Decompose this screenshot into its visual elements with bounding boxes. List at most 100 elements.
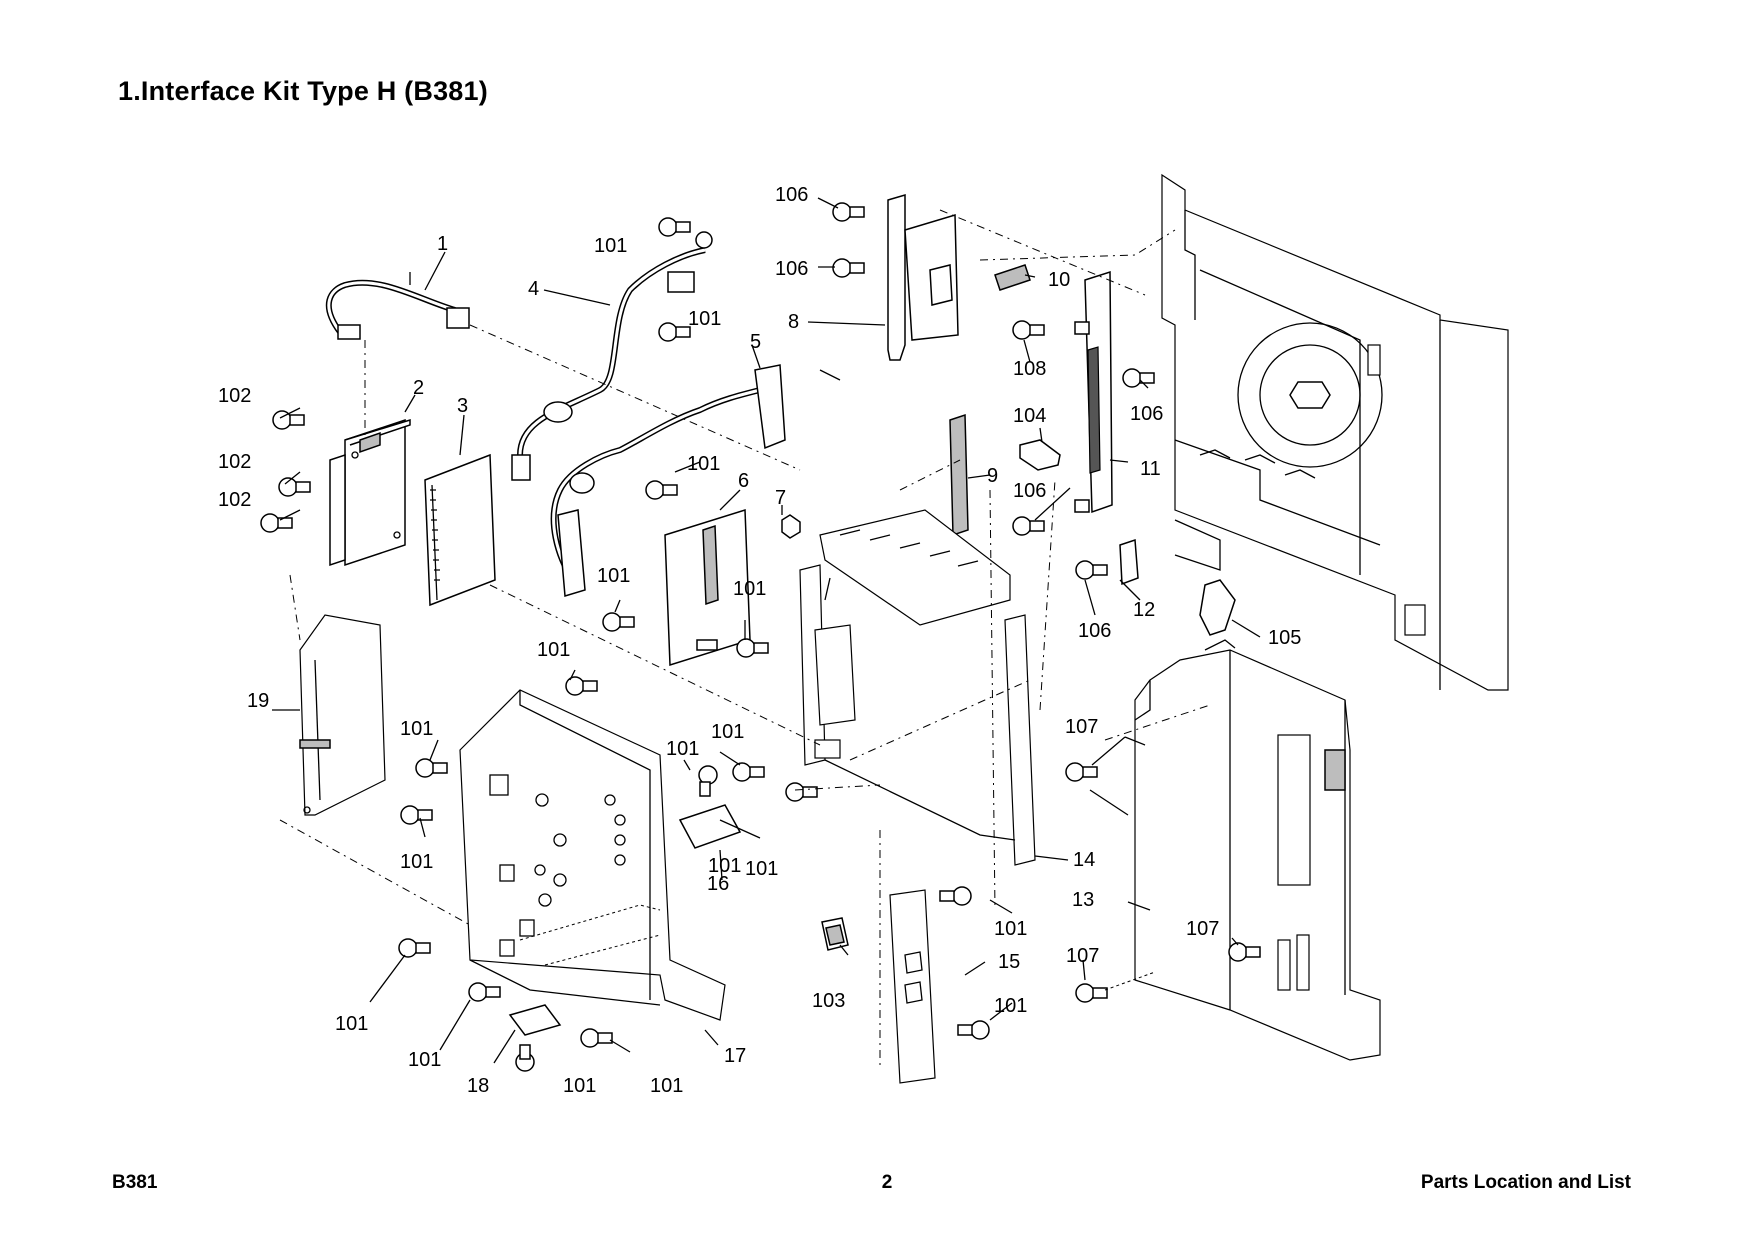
footer-page-number: 2 — [881, 1172, 893, 1193]
part-19-panel — [299, 614, 386, 816]
footer-model: B381 — [112, 1172, 158, 1193]
callout-101: 101 — [408, 1049, 441, 1071]
screw-101 — [645, 480, 678, 500]
part-18-bracket — [508, 1004, 562, 1036]
callout-107: 107 — [1186, 918, 1219, 940]
part-4-harness — [511, 231, 713, 481]
callout-101: 101 — [650, 1075, 683, 1097]
leader-lines — [272, 197, 1261, 1064]
callout-6: 6 — [738, 470, 749, 492]
callout-16: 16 — [707, 873, 729, 895]
assembly-lines — [279, 209, 1211, 1070]
screw-101 — [580, 1028, 613, 1048]
callout-10: 10 — [1048, 269, 1070, 291]
callout-101: 101 — [711, 721, 744, 743]
screw-106 — [1122, 368, 1155, 388]
callout-107: 107 — [1066, 945, 1099, 967]
callout-101: 101 — [594, 235, 627, 257]
callout-12: 12 — [1133, 599, 1155, 621]
callout-106: 106 — [1078, 620, 1111, 642]
screw-102 — [260, 513, 293, 533]
screw-101 — [736, 638, 769, 658]
part-9-strip — [949, 413, 969, 537]
callout-102: 102 — [218, 489, 251, 511]
callout-102: 102 — [218, 385, 251, 407]
part-14-frame — [799, 509, 1036, 866]
callout-101: 101 — [666, 738, 699, 760]
screw-101 — [398, 938, 431, 958]
callout-1: 1 — [437, 233, 448, 255]
callout-101: 101 — [708, 855, 741, 877]
part-2-board — [329, 418, 411, 567]
part-104-clip — [1019, 439, 1061, 471]
page-title: 1.Interface Kit Type H (B381) — [118, 76, 488, 106]
screw-101 — [658, 217, 691, 237]
callout-15: 15 — [998, 951, 1020, 973]
part-103-grommet — [821, 917, 849, 951]
callout-labels: 1 2 3 4 5 6 7 8 9 10 11 12 13 14 15 16 1… — [218, 184, 1301, 1097]
callout-2: 2 — [413, 377, 424, 399]
screw-106 — [1075, 560, 1108, 580]
screw-101 — [785, 782, 818, 802]
callout-18: 18 — [467, 1075, 489, 1097]
callout-106: 106 — [775, 258, 808, 280]
callout-108: 108 — [1013, 358, 1046, 380]
callout-13: 13 — [1072, 889, 1094, 911]
callout-7: 7 — [775, 487, 786, 509]
part-8-bracket — [887, 193, 959, 361]
part-12-clip — [1119, 538, 1139, 586]
part-15-plate — [889, 889, 936, 1084]
callout-106: 106 — [1013, 480, 1046, 502]
screw-101 — [468, 982, 501, 1002]
callout-106: 106 — [1130, 403, 1163, 425]
callout-4: 4 — [528, 278, 539, 300]
callout-107: 107 — [1065, 716, 1098, 738]
callout-101: 101 — [994, 995, 1027, 1017]
screw-101 — [957, 1020, 990, 1040]
callout-101: 101 — [400, 851, 433, 873]
screw-101 — [732, 762, 765, 782]
callout-11: 11 — [1140, 458, 1161, 480]
screw-106 — [832, 258, 865, 278]
callout-3: 3 — [457, 395, 468, 417]
screw-101 — [565, 676, 598, 696]
callout-101: 101 — [688, 308, 721, 330]
callout-102: 102 — [218, 451, 251, 473]
screw-101 — [515, 1044, 535, 1072]
callout-101: 101 — [733, 578, 766, 600]
machine-body — [1161, 173, 1509, 691]
callout-101: 101 — [745, 858, 778, 880]
callout-106: 106 — [775, 184, 808, 206]
callout-101: 101 — [994, 918, 1027, 940]
callout-5: 5 — [750, 331, 761, 353]
screws — [260, 202, 1261, 1072]
part-1-harness — [325, 279, 470, 340]
callout-9: 9 — [987, 465, 998, 487]
callout-101: 101 — [335, 1013, 368, 1035]
screw-101 — [415, 758, 448, 778]
part-5-harness — [550, 364, 786, 597]
screw-106 — [832, 202, 865, 222]
callout-17: 17 — [724, 1045, 746, 1067]
callout-101: 101 — [537, 639, 570, 661]
part-17-plate — [459, 689, 726, 1021]
screw-102 — [278, 477, 311, 497]
callout-101: 101 — [563, 1075, 596, 1097]
screw-101 — [658, 322, 691, 342]
screw-106 — [1012, 516, 1045, 536]
callout-19: 19 — [247, 690, 269, 712]
screw-101 — [939, 886, 972, 906]
screw-107 — [1075, 983, 1108, 1003]
screw-107 — [1228, 942, 1261, 962]
part-16-bracket — [678, 804, 742, 849]
part-6-board — [664, 508, 751, 667]
callout-14: 14 — [1073, 849, 1095, 871]
callout-103: 103 — [812, 990, 845, 1012]
screw-101 — [698, 765, 718, 797]
part-11-connector — [1074, 270, 1113, 514]
callout-8: 8 — [788, 311, 799, 333]
callout-104: 104 — [1013, 405, 1046, 427]
part-13-cover — [1134, 639, 1381, 1061]
part-105-clamp — [1199, 579, 1236, 636]
